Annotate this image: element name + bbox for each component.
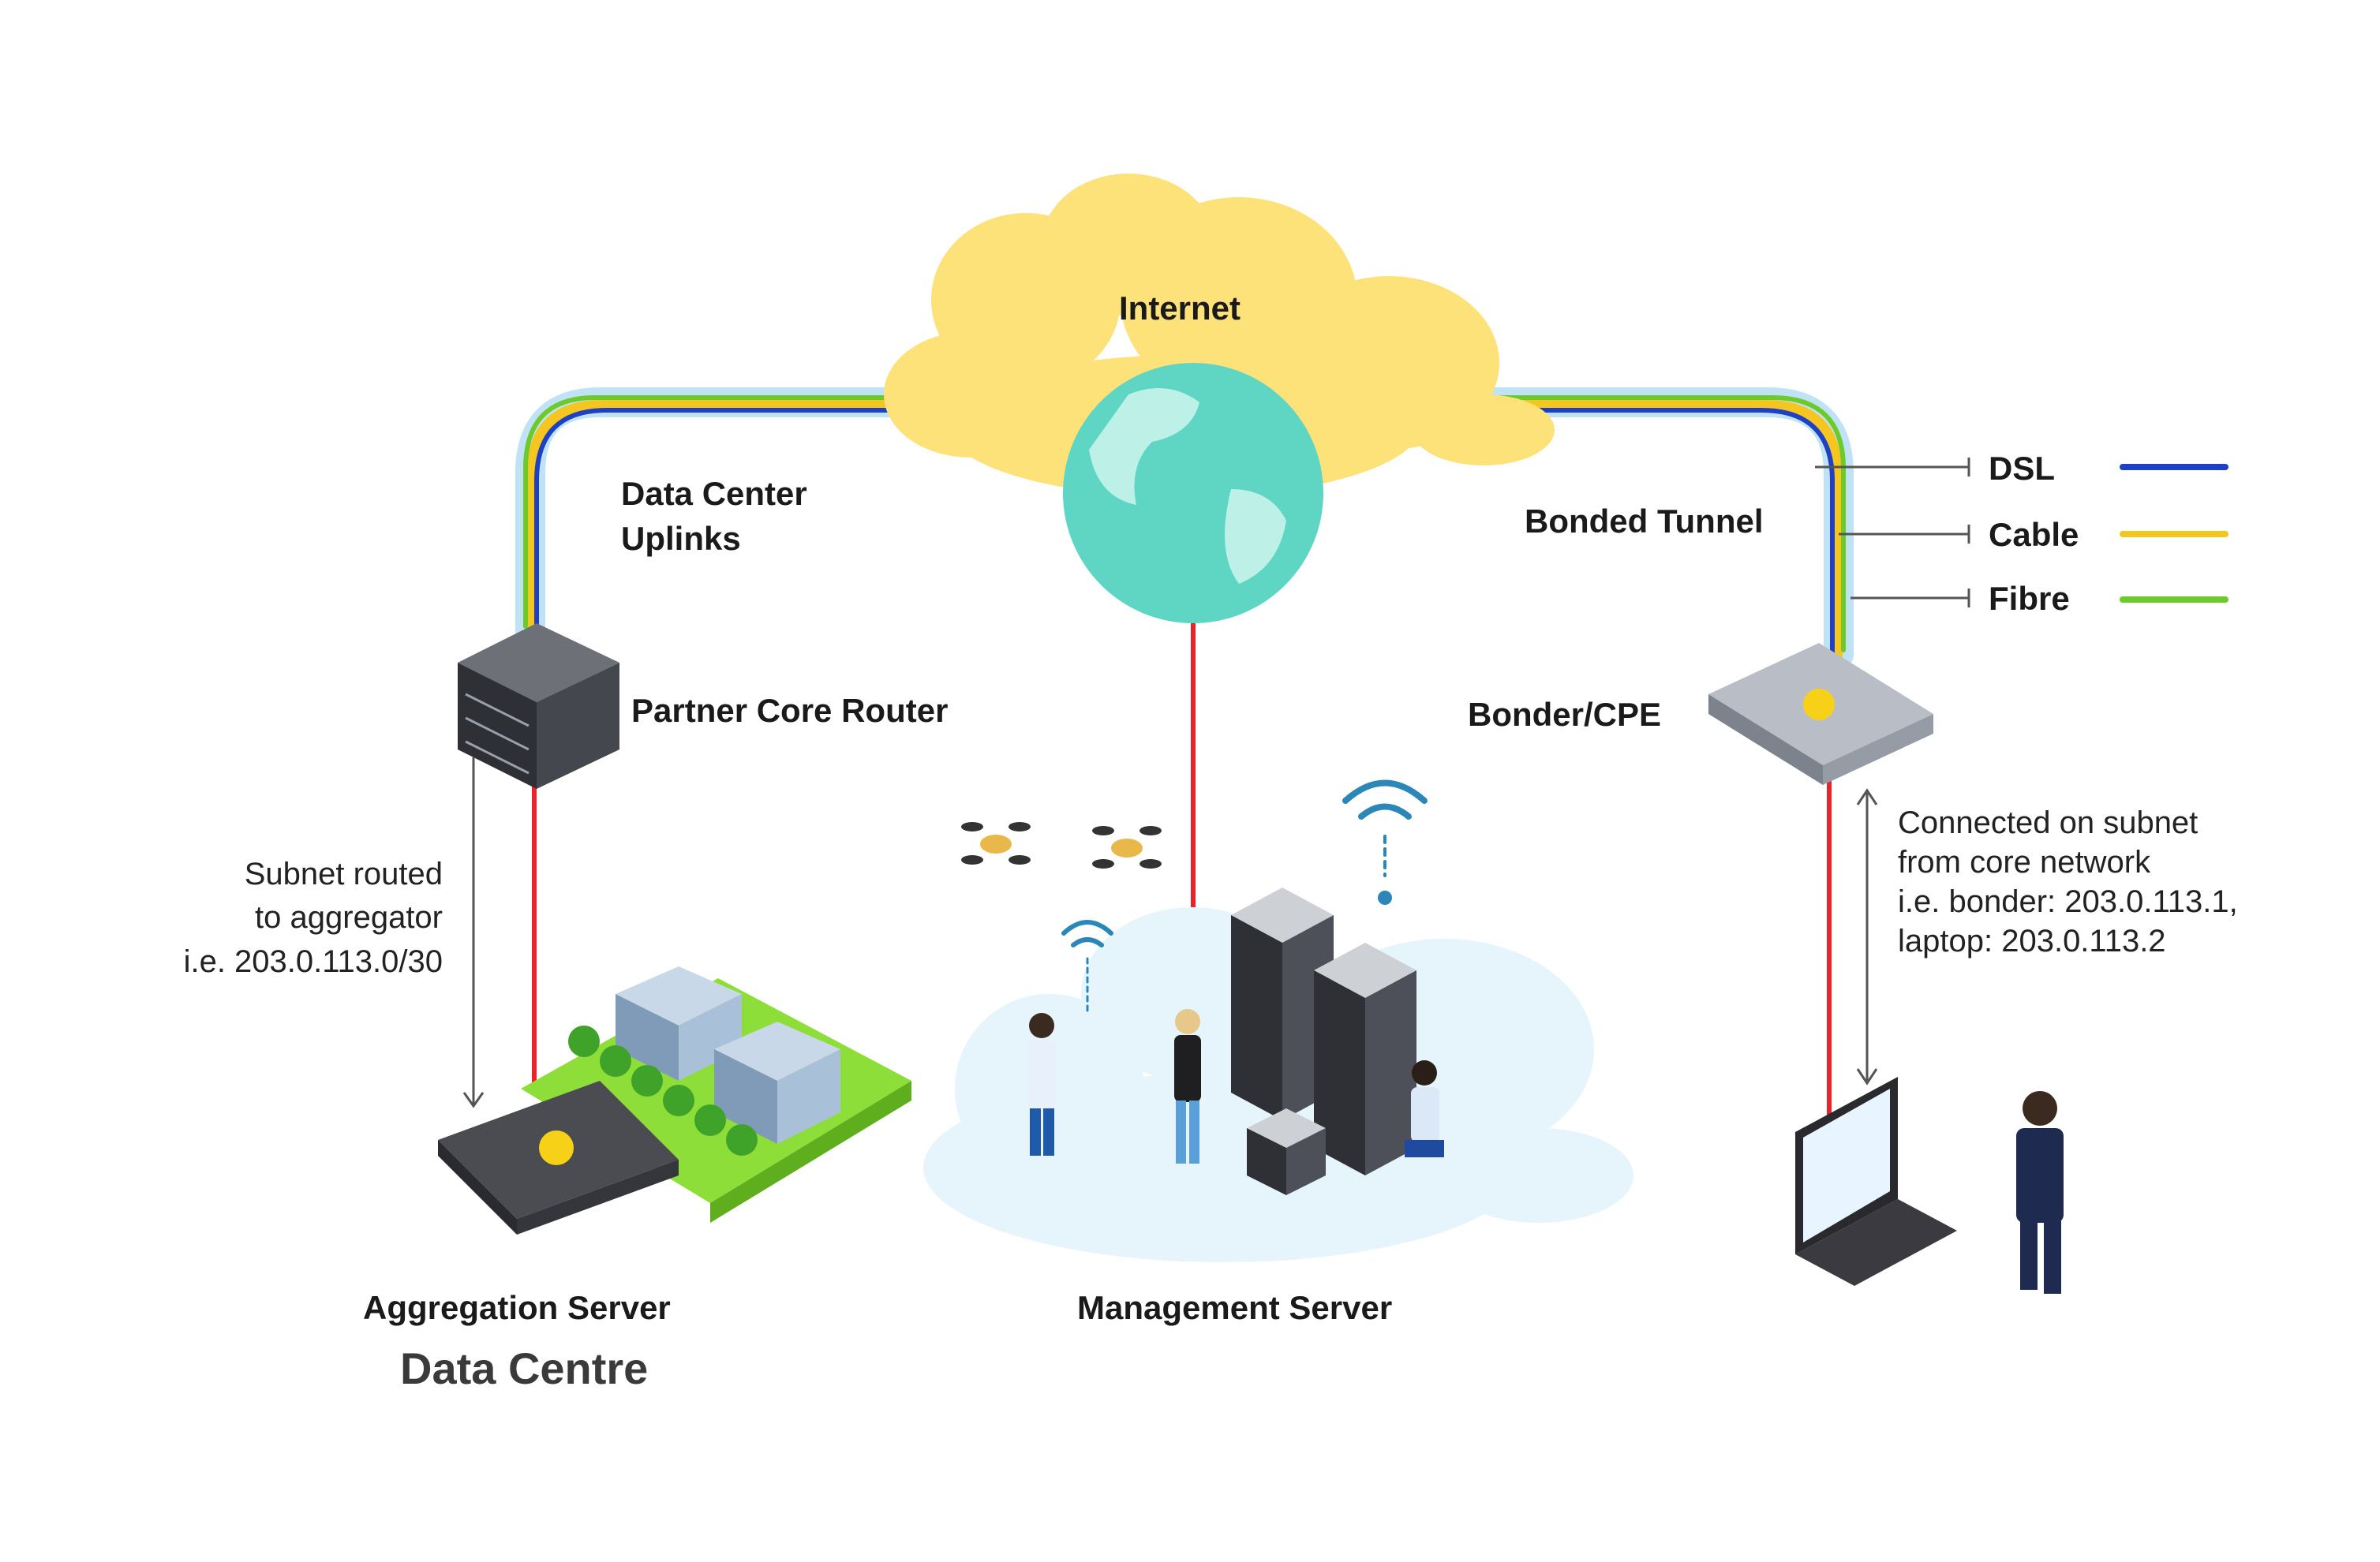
server-rack-icon xyxy=(1314,943,1416,1175)
aggregation-server-icon xyxy=(438,1081,679,1235)
globe-icon xyxy=(1063,363,1323,623)
drone-icon xyxy=(961,822,1031,865)
internet-label: Internet xyxy=(1119,290,1241,327)
partner-core-router-label: Partner Core Router xyxy=(631,692,949,729)
person-icon xyxy=(1405,1060,1444,1157)
subnet-note-line1: Subnet routed xyxy=(244,857,443,891)
legend-lines xyxy=(2120,464,2228,603)
legend-label-fibre: Fibre xyxy=(1989,580,2070,617)
building-icon xyxy=(616,966,742,1081)
red-links xyxy=(532,623,1832,1128)
tree-icon xyxy=(568,1026,758,1156)
legend-label-dsl: DSL xyxy=(1989,450,2055,487)
building-icon xyxy=(714,1022,840,1144)
bonder-cpe-label: Bonder/CPE xyxy=(1468,696,1662,733)
wifi-icon xyxy=(1061,920,1113,1015)
bonded-tunnel-label: Bonded Tunnel xyxy=(1525,503,1764,540)
subnet-arrow-right xyxy=(1856,788,1878,1086)
subnet-note-line2: to aggregator xyxy=(255,900,443,935)
subnet-note-line3: i.e. 203.0.113.0/30 xyxy=(183,944,443,979)
person-icon xyxy=(1027,1013,1056,1156)
data-center-uplinks-label-line2: Uplinks xyxy=(621,520,741,557)
legend-label-cable: Cable xyxy=(1989,516,2079,553)
connected-note-line1: Connected on subnet xyxy=(1898,805,2199,840)
bonder-cpe-icon xyxy=(1708,643,1933,785)
data-center-uplinks-label-line1: Data Center xyxy=(621,475,807,512)
connected-note-line2: from core network xyxy=(1898,845,2151,880)
aggregation-server-label: Aggregation Server xyxy=(363,1289,671,1326)
legend-connectors xyxy=(1815,458,1970,607)
person-icon xyxy=(1174,1009,1201,1164)
subnet-arrow-left xyxy=(462,757,485,1108)
server-rack-icon xyxy=(1247,1108,1326,1195)
connected-note-line3: i.e. bonder: 203.0.113.1, xyxy=(1898,884,2238,919)
management-server-label: Management Server xyxy=(1077,1289,1393,1326)
drone-icon xyxy=(1092,826,1162,869)
person-icon xyxy=(2016,1091,2064,1294)
router-icon xyxy=(458,623,619,789)
wifi-icon xyxy=(1342,779,1428,905)
tunnel-arcs xyxy=(515,387,1854,670)
laptop-icon xyxy=(1795,1077,1957,1286)
data-centre-label: Data Centre xyxy=(400,1343,649,1393)
connected-note-line4: laptop: 203.0.113.2 xyxy=(1898,924,2166,958)
